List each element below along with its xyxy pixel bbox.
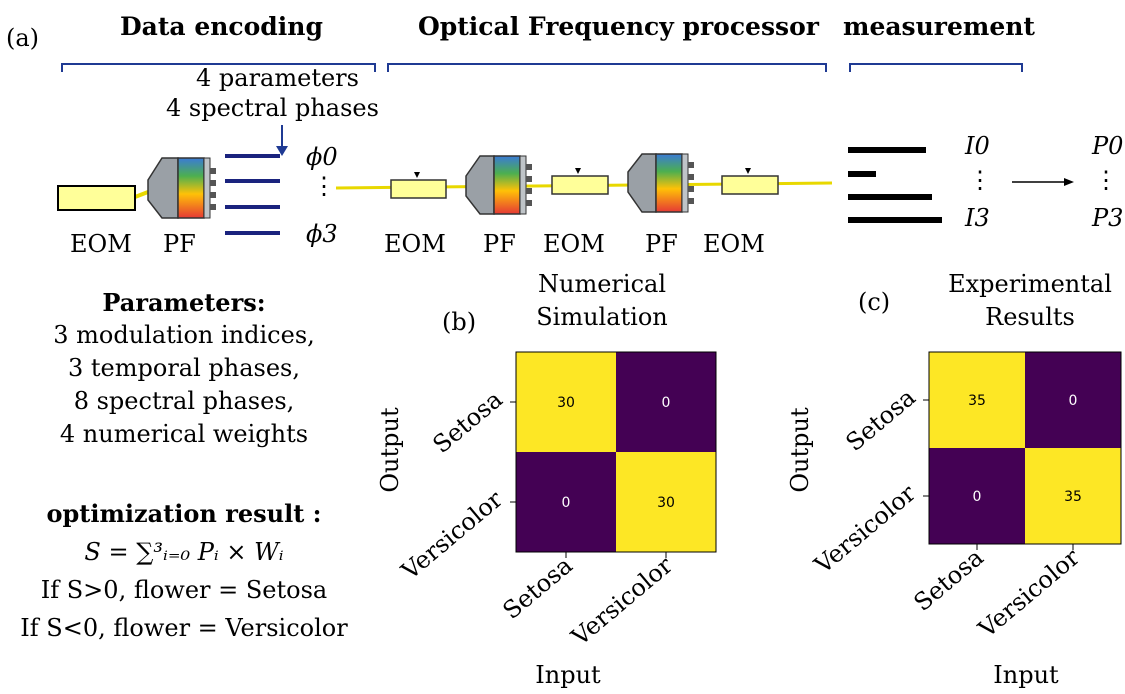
heatmap-frame	[515, 351, 717, 553]
bracket-encoding	[61, 63, 376, 72]
phi-top-label: ϕ0	[306, 143, 338, 171]
heatmap-cell	[616, 352, 716, 452]
phi-bottom-label: ϕ3	[306, 220, 338, 248]
intensity-top-label: I0	[965, 132, 990, 160]
heatmap-cell	[1025, 448, 1121, 544]
parameter-line: 3 temporal phases,	[68, 354, 300, 382]
y-tick-label: Versicolor	[808, 479, 921, 580]
phi-vdots: ⋮	[312, 172, 336, 200]
section-title-processor: Optical Frequency processor	[418, 12, 819, 41]
annotation-parameters: 4 parameters	[196, 64, 359, 92]
setup-schematic	[57, 63, 1074, 235]
heatmap-cell	[616, 452, 716, 552]
x-tick-label: Versicolor	[972, 543, 1085, 644]
heatmap-cell	[929, 448, 1025, 544]
optimization-block: optimization result : S = ∑³ᵢ₌₀ Pᵢ × Wᵢ …	[0, 495, 368, 647]
pulse-shaper-icon	[465, 155, 532, 215]
heatmap-cell	[1025, 352, 1121, 448]
eom-input-icon	[57, 185, 136, 211]
optimization-formula: S = ∑³ᵢ₌₀ Pᵢ × Wᵢ	[84, 538, 284, 566]
eom-label: EOM	[543, 230, 605, 258]
y-axis-label: Output	[376, 407, 404, 493]
bracket-processor	[387, 63, 827, 72]
pf-label: PF	[163, 230, 196, 258]
chart-title: Numerical	[538, 270, 666, 298]
power-vdots: ⋮	[1094, 166, 1118, 194]
intensity-vdots: ⋮	[968, 166, 992, 194]
parameter-line: 8 spectral phases,	[73, 387, 295, 415]
fiber-segment	[134, 190, 149, 199]
eom-label: EOM	[384, 230, 446, 258]
x-axis-label: Input	[993, 661, 1059, 689]
pf-label: PF	[483, 230, 516, 258]
optimization-title: optimization result :	[46, 499, 322, 528]
y-tick-label: Setosa	[841, 383, 921, 457]
heatmap-cell	[516, 352, 616, 452]
rule-setosa: If S>0, flower = Setosa	[40, 576, 328, 604]
section-title-encoding: Data encoding	[120, 12, 323, 41]
x-axis-label: Input	[535, 661, 601, 689]
panel-label: (b)	[442, 308, 476, 336]
heatmap-cell	[929, 352, 1025, 448]
annotation-spectral-phases: 4 spectral phases	[166, 94, 379, 122]
pulse-shaper-icon	[627, 153, 694, 213]
parameters-block: Parameters: 3 modulation indices, 3 temp…	[0, 286, 368, 451]
parameters-title: Parameters:	[102, 288, 266, 317]
intensity-bottom-label: I3	[965, 204, 990, 232]
x-tick-label: Setosa	[498, 551, 578, 625]
y-axis-label: Output	[786, 407, 814, 493]
cell-value-label: 0	[662, 395, 671, 411]
cell-value-label: 35	[1064, 489, 1082, 505]
eom-label: EOM	[703, 230, 765, 258]
parameter-line: 3 modulation indices,	[53, 321, 315, 349]
heatmap-frame	[928, 351, 1122, 545]
cell-value-label: 30	[657, 495, 675, 511]
section-title-measurement: measurement	[843, 12, 1035, 41]
power-top-label: P0	[1092, 132, 1124, 160]
eom-label: EOM	[70, 230, 132, 258]
pulse-shaper-icon	[147, 157, 216, 219]
x-tick-label: Setosa	[909, 543, 989, 617]
cell-value-label: 30	[557, 395, 575, 411]
pf-label: PF	[645, 230, 678, 258]
bracket-measurement	[849, 63, 1023, 72]
cell-value-label: 0	[562, 495, 571, 511]
panel-label: (c)	[858, 288, 890, 316]
right-arrow-icon	[1064, 178, 1074, 186]
rule-versicolor: If S<0, flower = Versicolor	[20, 614, 348, 642]
y-tick-label: Setosa	[428, 385, 508, 459]
heatmap-cell	[516, 452, 616, 552]
eom-icon	[721, 175, 779, 195]
chart-title: Experimental	[948, 270, 1112, 298]
cell-value-label: 0	[973, 489, 982, 505]
chart-title: Results	[985, 303, 1075, 331]
eom-icon	[390, 179, 447, 199]
panel-a-label: (a)	[6, 24, 40, 52]
power-bottom-label: P3	[1092, 204, 1124, 232]
chart-title: Simulation	[536, 303, 668, 331]
down-arrow-icon	[276, 146, 288, 156]
parameter-line: 4 numerical weights	[59, 420, 309, 448]
eom-icon	[551, 175, 609, 195]
y-tick-label: Versicolor	[395, 485, 508, 586]
cell-value-label: 0	[1069, 393, 1078, 409]
x-tick-label: Versicolor	[565, 551, 678, 652]
cell-value-label: 35	[968, 393, 986, 409]
